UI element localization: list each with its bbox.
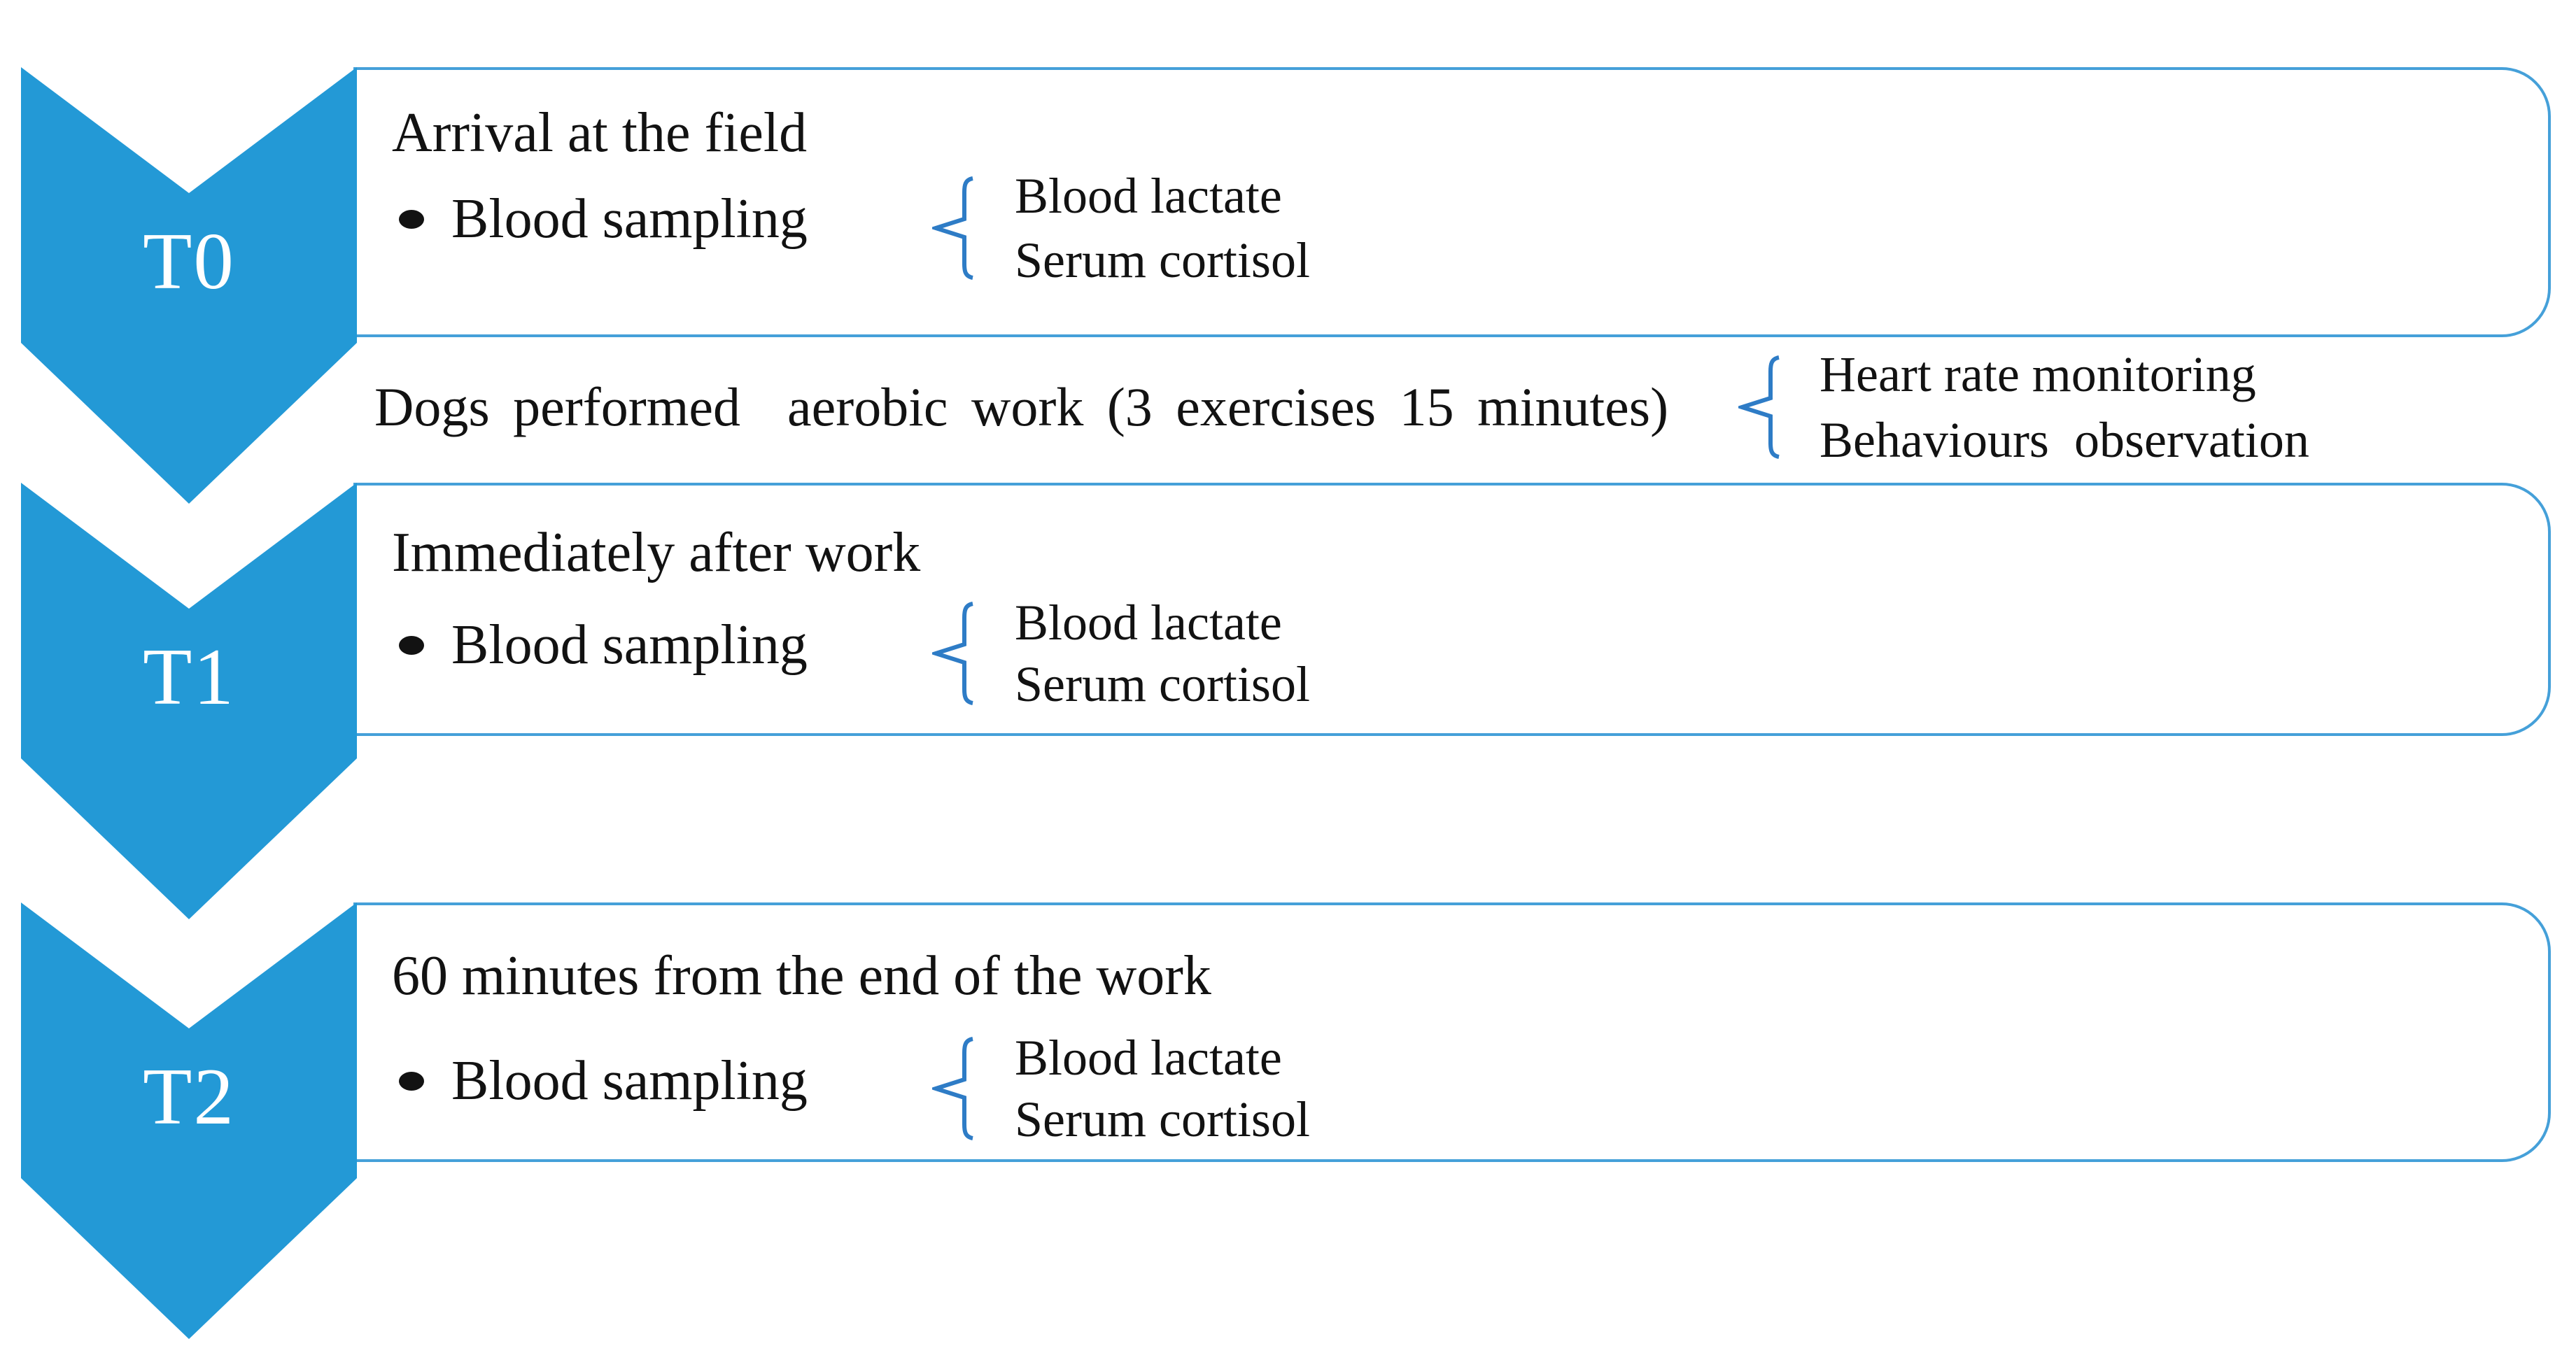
measurement-item: Serum cortisol	[1015, 656, 1310, 712]
stage-box-t1	[353, 483, 2551, 736]
measurement-item: Blood lactate	[1015, 168, 1282, 224]
chevron-t0-icon	[21, 67, 357, 504]
stage-label-t2: T2	[143, 1052, 235, 1141]
brace-icon	[932, 602, 973, 705]
measurement-item: Blood lactate	[1015, 1030, 1282, 1086]
stage-title-t0: Arrival at the field	[392, 102, 808, 164]
brace-icon	[932, 176, 973, 280]
stage-bullet-t2: Blood sampling	[451, 1050, 808, 1112]
measurement-item: Heart rate monitoring	[1820, 346, 2256, 402]
stage-bullet-t0: Blood sampling	[451, 188, 808, 250]
measurement-item: Serum cortisol	[1015, 232, 1310, 288]
measurement-item: Blood lactate	[1015, 595, 1282, 651]
interlude-text: Dogs performed aerobic work (3 exercises…	[374, 376, 1669, 437]
stage-box-t0	[353, 67, 2551, 337]
stage-title-t2: 60 minutes from the end of the work	[392, 945, 1211, 1007]
measurement-item: Behaviours observation	[1820, 412, 2309, 468]
brace-icon	[1738, 355, 1780, 459]
stage-label-t1: T1	[143, 632, 235, 721]
chevron-arrows	[21, 67, 357, 1339]
stage-box-t2	[353, 902, 2551, 1162]
measurement-item: Serum cortisol	[1015, 1091, 1310, 1147]
stage-title-t1: Immediately after work	[392, 522, 921, 583]
chevron-t1-icon	[21, 483, 357, 919]
stage-label-t0: T0	[143, 217, 235, 306]
stage-bullet-t1: Blood sampling	[451, 614, 808, 676]
chevron-t2-icon	[21, 902, 357, 1339]
bullet-icon	[399, 1072, 424, 1091]
bullet-icon	[399, 210, 424, 229]
bullet-icon	[399, 636, 424, 655]
brace-icon	[932, 1037, 973, 1140]
